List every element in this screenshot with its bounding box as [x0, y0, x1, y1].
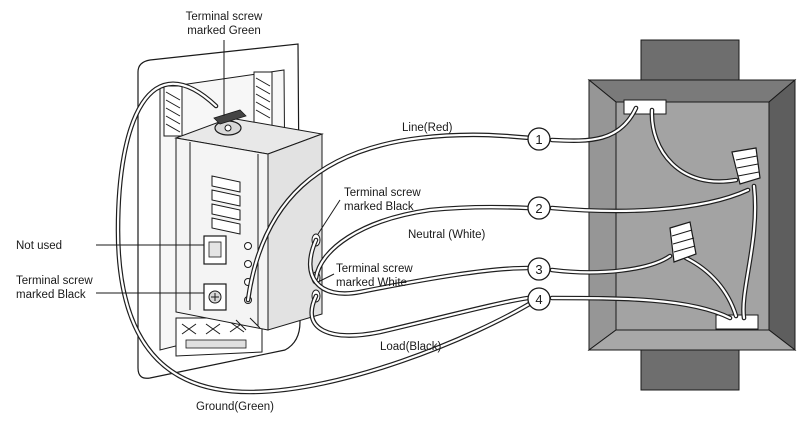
label-terminal-green-2: marked Green: [187, 25, 261, 37]
label-terminal-green-1: Terminal screw: [186, 11, 263, 23]
wire-number-1: 1: [527, 127, 551, 151]
wire-number-2: 2: [527, 196, 551, 220]
wires: [115, 81, 758, 395]
label-terminal-black-right-1: Terminal screw: [344, 187, 421, 199]
line-wire-device: [246, 133, 532, 302]
load-wire-device: [310, 294, 530, 337]
dimmer-device: [174, 109, 324, 331]
wire-3-box: [550, 254, 672, 274]
neutral-wire-box: [550, 188, 750, 212]
load-wire-box: [550, 296, 732, 320]
label-terminal-black-left-2: marked Black: [16, 289, 86, 301]
wire-number-label: 3: [535, 262, 542, 277]
device-vents: [211, 175, 241, 235]
label-terminal-white-1: Terminal screw: [336, 263, 413, 275]
label-ground-green: Ground(Green): [196, 401, 274, 413]
label-neutral-white: Neutral (White): [408, 229, 485, 241]
terminal-black-left: [203, 283, 227, 311]
labels: Terminal screw marked Green Line(Red) Te…: [16, 11, 485, 413]
wire-number-label: 2: [535, 201, 542, 216]
wire-3-device: [309, 238, 530, 295]
label-line-red: Line(Red): [402, 122, 453, 134]
terminal-green: [213, 109, 247, 136]
junction-box: [587, 39, 797, 391]
wire-number-label: 4: [535, 292, 542, 307]
neutral-wire-device: [314, 206, 530, 280]
wire-number-3: 3: [527, 257, 551, 281]
label-not-used: Not used: [16, 240, 62, 252]
wire-nut-icon: [731, 147, 761, 185]
wire-nut-icon: [669, 221, 697, 263]
wire-number-label: 1: [535, 132, 542, 147]
mounting-tab-top-right: [253, 71, 273, 127]
ground-wire: [116, 82, 538, 394]
wire-number-4: 4: [527, 287, 551, 311]
label-load-black: Load(Black): [380, 341, 442, 353]
label-terminal-black-right-2: marked Black: [344, 201, 414, 213]
terminal-not-used: [203, 235, 227, 265]
cable-clamp-top: [623, 99, 667, 115]
label-terminal-white-2: marked White: [336, 277, 407, 289]
line-wire-box: [550, 106, 638, 142]
leader-lines: [96, 40, 341, 294]
mounting-tab-top-left: [163, 85, 183, 137]
label-terminal-black-left-1: Terminal screw: [16, 275, 93, 287]
